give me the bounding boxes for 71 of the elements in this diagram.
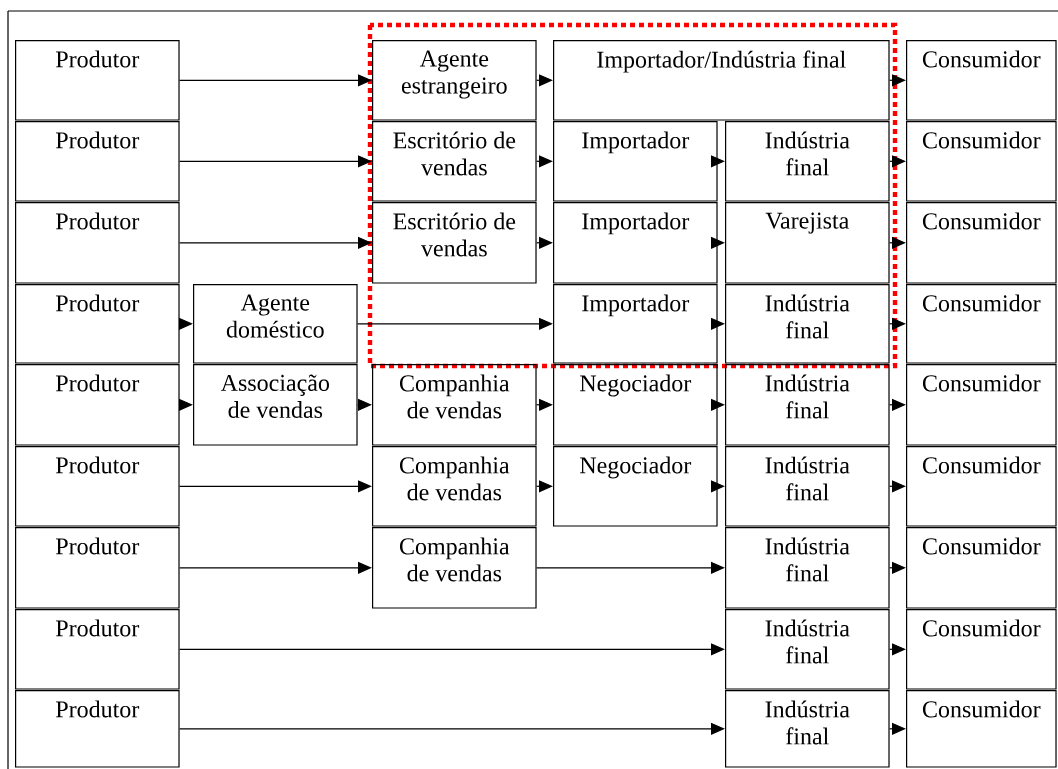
- process-box: Importador: [553, 121, 718, 202]
- process-box: Consumidor: [906, 40, 1057, 121]
- process-box: Indústria final: [725, 284, 890, 364]
- process-box: Produtor: [15, 202, 180, 284]
- process-box: Consumidor: [906, 690, 1057, 768]
- process-box: Importador/Indústria final: [553, 40, 890, 121]
- arrow: [357, 398, 372, 411]
- arrow: [710, 155, 725, 168]
- process-box: Negociador: [553, 364, 718, 446]
- process-box: Agente doméstico: [193, 284, 358, 364]
- process-box: Escritório de vendas: [372, 121, 537, 202]
- process-box: Agente estrangeiro: [372, 40, 537, 121]
- arrow: [889, 722, 906, 735]
- process-box: Produtor: [15, 284, 180, 364]
- arrow: [710, 480, 725, 493]
- process-box: Produtor: [15, 446, 180, 527]
- arrow: [179, 643, 725, 656]
- process-box: Companhia de vendas: [372, 364, 537, 446]
- process-box: Consumidor: [906, 121, 1057, 202]
- arrow: [536, 236, 553, 249]
- process-box: Produtor: [15, 121, 180, 202]
- process-box: Consumidor: [906, 609, 1057, 690]
- process-box: Consumidor: [906, 527, 1057, 609]
- process-box: Importador: [553, 202, 718, 284]
- arrow: [179, 236, 372, 249]
- arrow: [179, 722, 725, 735]
- arrow: [710, 398, 725, 411]
- process-box: Consumidor: [906, 284, 1057, 364]
- process-box: Indústria final: [725, 609, 890, 690]
- process-box: Consumidor: [906, 364, 1057, 446]
- arrow: [889, 317, 906, 330]
- arrow: [889, 480, 906, 493]
- process-box: Produtor: [15, 690, 180, 768]
- process-box: Importador: [553, 284, 718, 364]
- arrow: [179, 561, 372, 574]
- process-box: Varejista: [725, 202, 890, 284]
- process-box: Escritório de vendas: [372, 202, 537, 284]
- process-box: Produtor: [15, 527, 180, 609]
- process-box: Negociador: [553, 446, 718, 527]
- process-box: Companhia de vendas: [372, 446, 537, 527]
- process-box: Produtor: [15, 609, 180, 690]
- process-box: Indústria final: [725, 364, 890, 446]
- arrow: [536, 561, 725, 574]
- process-box: Associação de vendas: [193, 364, 358, 446]
- arrow: [889, 561, 906, 574]
- arrow: [889, 155, 906, 168]
- process-box: Consumidor: [906, 446, 1057, 527]
- arrow: [889, 398, 906, 411]
- arrow: [536, 74, 553, 87]
- process-box: Indústria final: [725, 527, 890, 609]
- process-box: Indústria final: [725, 690, 890, 768]
- process-box: Indústria final: [725, 121, 890, 202]
- process-box: Produtor: [15, 364, 180, 446]
- arrow: [178, 317, 193, 330]
- arrow: [179, 74, 372, 87]
- process-box: Consumidor: [906, 202, 1057, 284]
- arrow: [889, 236, 906, 249]
- arrow: [536, 398, 553, 411]
- arrow: [179, 480, 372, 493]
- arrow: [889, 643, 906, 656]
- arrow: [357, 317, 553, 330]
- arrow: [536, 480, 553, 493]
- arrow: [889, 74, 906, 87]
- arrow: [710, 236, 725, 249]
- process-box: Produtor: [15, 40, 180, 121]
- arrow: [179, 155, 372, 168]
- process-box: Indústria final: [725, 446, 890, 527]
- arrow: [710, 317, 725, 330]
- arrow: [536, 155, 553, 168]
- arrow: [178, 398, 193, 411]
- process-box: Companhia de vendas: [372, 527, 537, 609]
